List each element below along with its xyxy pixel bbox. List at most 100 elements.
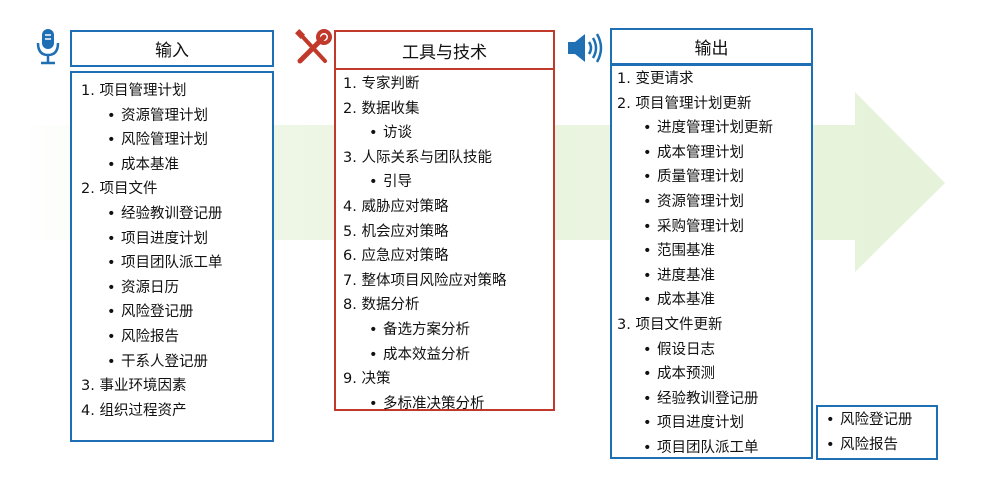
outputs-header: 输出	[610, 28, 813, 65]
sub-list-item: •成本预测	[617, 362, 811, 387]
bullet-icon: •	[107, 205, 116, 222]
bullet-icon: •	[643, 243, 652, 260]
tools-header: 工具与技术	[336, 32, 553, 70]
item-text: 成本效益分析	[383, 346, 470, 363]
bullet-icon: •	[643, 390, 652, 407]
item-text: 1. 变更请求	[617, 71, 694, 87]
item-text: 备选方案分析	[383, 321, 470, 338]
list-item: 9. 决策	[343, 367, 553, 392]
bullet-icon: •	[107, 156, 116, 173]
item-text: 多标准决策分析	[383, 395, 485, 412]
bullet-icon: •	[107, 255, 116, 272]
item-text: 访谈	[383, 125, 412, 142]
item-text: 采购管理计划	[657, 218, 744, 235]
item-text: 项目团队派工单	[657, 439, 759, 456]
item-text: 资源管理计划	[121, 107, 208, 124]
sub-list-item: • 资源管理计划	[81, 104, 272, 129]
sub-list-item: •风险报告	[823, 433, 936, 458]
item-text: 风险报告	[121, 328, 179, 345]
item-text: 资源日历	[121, 279, 179, 296]
sub-list-item: •引导	[343, 170, 553, 195]
bullet-icon: •	[369, 346, 378, 363]
list-item: 6. 应急应对策略	[343, 244, 553, 269]
bullet-icon: •	[107, 279, 116, 296]
item-text: 成本基准	[121, 156, 179, 173]
outputs-list: 1. 变更请求 2. 项目管理计划更新 • 进度管理计划更新 • 成本管理计划 •质量管理计…	[617, 67, 811, 461]
sub-list-item: •假设日志	[617, 338, 811, 363]
sub-list-item: •风险登记册	[823, 408, 936, 433]
list-item: 5. 机会应对策略	[343, 220, 553, 245]
tools-title: 工具与技术	[402, 42, 487, 63]
item-text: 项目进度计划	[121, 230, 208, 247]
list-item: 3. 项目文件更新	[617, 313, 811, 338]
sub-list-item: •风险报告	[81, 325, 272, 350]
inputs-header: 输入	[70, 30, 274, 67]
bullet-icon: •	[643, 144, 652, 161]
item-text: 进度管理计划更新	[657, 120, 773, 137]
sub-list-item: • 进度基准	[617, 264, 811, 289]
sub-list-item: •风险登记册	[81, 300, 272, 325]
bullet-icon: •	[643, 439, 652, 456]
item-text: 进度基准	[657, 267, 715, 284]
list-item: 3. 人际关系与团队技能	[343, 146, 553, 171]
item-text: 8. 数据分析	[343, 297, 420, 314]
sub-list-item: • 项目团队派工单	[617, 436, 811, 461]
sub-list-item: • 项目进度计划	[81, 227, 272, 252]
list-item: 2. 项目文件	[81, 177, 272, 202]
outputs-title: 输出	[694, 39, 729, 59]
bullet-icon: •	[643, 169, 652, 186]
bullet-icon: •	[107, 107, 116, 124]
sub-list-item: • 备选方案分析	[343, 318, 553, 343]
item-text: 3. 事业环境因素	[81, 378, 187, 395]
sub-list-item: •成本基准	[617, 288, 811, 313]
bullet-icon: •	[369, 321, 378, 338]
item-text: 风险登记册	[121, 304, 194, 321]
item-text: 经验教训登记册	[121, 205, 223, 222]
item-text: 风险登记册	[840, 412, 913, 428]
bullet-icon: •	[643, 267, 652, 284]
item-text: 7. 整体项目风险应对策略	[343, 272, 507, 289]
item-text: 6. 应急应对策略	[343, 248, 449, 265]
list-item: 4. 威胁应对策略	[343, 195, 553, 220]
bullet-icon: •	[643, 218, 652, 235]
sub-list-item: •干系人登记册	[81, 350, 272, 375]
item-text: 9. 决策	[343, 371, 391, 388]
item-text: 经验教训登记册	[657, 390, 759, 407]
item-text: 成本管理计划	[657, 144, 744, 161]
item-text: 风险报告	[840, 436, 898, 453]
sub-list-item: • 进度管理计划更新	[617, 116, 811, 141]
bullet-icon: •	[643, 120, 652, 137]
bullet-icon: •	[369, 174, 378, 191]
item-text: 项目进度计划	[657, 415, 744, 432]
sub-list-item: •多标准决策分析	[343, 392, 553, 417]
bullet-icon: •	[643, 292, 652, 309]
item-text: 2. 数据收集	[343, 100, 420, 117]
list-item: 2. 项目管理计划更新	[617, 92, 811, 117]
sub-list-item: •访谈	[343, 121, 553, 146]
list-item: 1. 变更请求	[617, 67, 811, 92]
bullet-icon: •	[643, 193, 652, 210]
sub-list-item: • 成本效益分析	[343, 343, 553, 368]
sub-list-item: • 成本基准	[81, 153, 272, 178]
sub-list-item: • 经验教训登记册	[617, 387, 811, 412]
list-item: 3. 事业环境因素	[81, 374, 272, 399]
bullet-icon: •	[107, 230, 116, 247]
outputs-extra-panel: •风险登记册•风险报告	[816, 405, 938, 460]
sub-list-item: • 项目进度计划	[617, 411, 811, 436]
bullet-icon: •	[643, 366, 652, 383]
list-item: 2. 数据收集	[343, 97, 553, 122]
microphone-icon	[36, 29, 60, 65]
bullet-icon: •	[107, 132, 116, 149]
inputs-title: 输入	[155, 41, 189, 61]
bullet-icon: •	[643, 415, 652, 432]
speaker-icon	[568, 33, 603, 63]
item-text: 风险管理计划	[121, 132, 208, 149]
list-item: 8. 数据分析	[343, 293, 553, 318]
sub-list-item: •质量管理计划	[617, 165, 811, 190]
inputs-list: 1. 项目管理计划 • 资源管理计划 • 风险管理计划 • 成本基准 2. 项目文件 • 经验教训…	[81, 79, 272, 423]
list-item: 7. 整体项目风险应对策略	[343, 269, 553, 294]
item-text: 4. 组织过程资产	[81, 402, 187, 419]
list-item: 1. 项目管理计划	[81, 79, 272, 104]
